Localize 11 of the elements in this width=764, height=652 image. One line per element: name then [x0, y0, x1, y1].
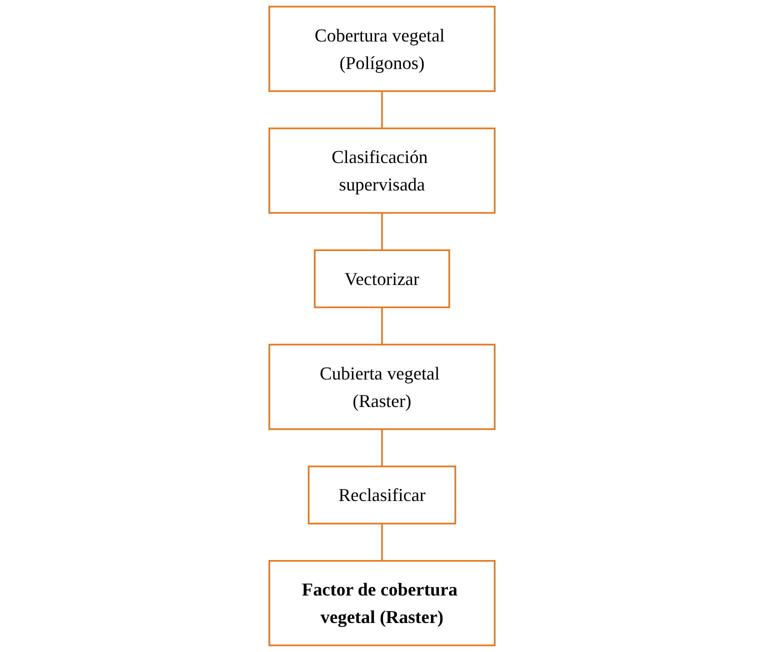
- connector: [381, 91, 383, 128]
- node-box: Cobertura vegetal (Polígonos): [268, 6, 496, 92]
- node-box: Reclasificar: [308, 466, 456, 524]
- connector: [381, 429, 383, 466]
- node-box: Clasificación supervisada: [268, 128, 496, 214]
- connector: [381, 212, 383, 250]
- node-box: Cubierta vegetal (Raster): [268, 344, 496, 430]
- node-box: Factor de cobertura vegetal (Raster): [268, 560, 496, 646]
- connector: [381, 307, 383, 345]
- connector: [381, 524, 383, 561]
- node-box: Vectorizar: [314, 249, 450, 308]
